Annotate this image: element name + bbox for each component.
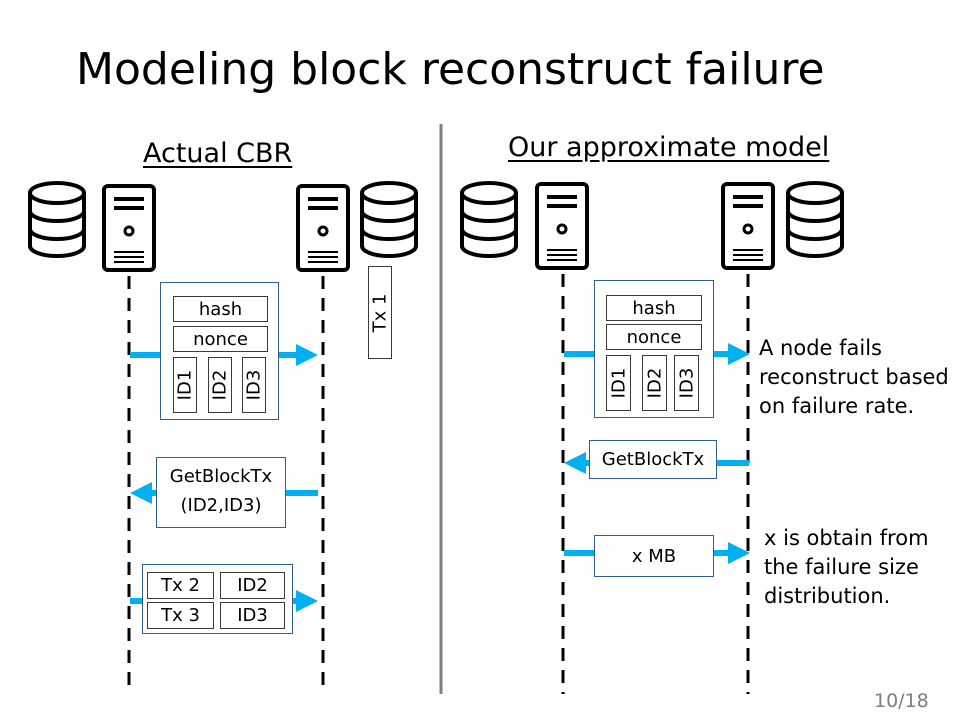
server-icon: [102, 184, 156, 272]
right-block-id1: ID1: [606, 355, 631, 411]
page-number: 10/18: [874, 690, 929, 712]
left-block-id2: ID2: [208, 357, 232, 413]
server-icon: [721, 182, 775, 270]
left-tx1: Tx 1: [368, 266, 392, 359]
left-getblocktx-line1: GetBlockTx: [169, 466, 273, 487]
right-block-id2: ID2: [642, 355, 667, 411]
right-payload-box: x MB: [594, 535, 714, 577]
server-icon: [296, 184, 350, 272]
heading-approximate-model: Our approximate model: [508, 132, 830, 163]
left-block-id1: ID1: [173, 357, 197, 413]
right-block-hash: hash: [606, 295, 702, 321]
arrow-left-response: [130, 590, 318, 612]
slide-title: Modeling block reconstruct failure: [76, 44, 825, 95]
server-icon: [535, 182, 589, 270]
database-icon: [460, 181, 518, 258]
left-getblocktx-box: GetBlockTx (ID2,ID3): [156, 457, 286, 528]
database-icon: [786, 181, 844, 258]
left-getblocktx-line2: (ID2,ID3): [180, 495, 262, 516]
heading-actual-cbr: Actual CBR: [143, 138, 293, 169]
arrow-left-block: [130, 344, 318, 366]
database-icon: [28, 181, 86, 258]
arrow-right-block: [564, 343, 750, 365]
left-response-id2: ID2: [220, 572, 285, 599]
left-block-hash: hash: [173, 296, 268, 322]
left-block-nonce: nonce: [173, 326, 268, 352]
left-response-tx3: Tx 3: [147, 602, 214, 629]
right-getblocktx-box: GetBlockTx: [589, 440, 717, 479]
database-icon: [360, 181, 418, 258]
arrow-left-getblocktx: [130, 482, 318, 504]
note-failure-rate: A node fails reconstruct based on failur…: [759, 336, 949, 418]
arrow-right-payload: [564, 542, 750, 564]
right-block-id3: ID3: [674, 355, 699, 411]
left-response-id3: ID3: [220, 602, 285, 629]
arrow-right-getblocktx: [564, 452, 749, 474]
note-failure-size: x is obtain from the failure size distri…: [764, 526, 929, 608]
left-response-tx2: Tx 2: [147, 572, 214, 599]
right-block-nonce: nonce: [606, 324, 702, 350]
left-block-id3: ID3: [242, 357, 266, 413]
